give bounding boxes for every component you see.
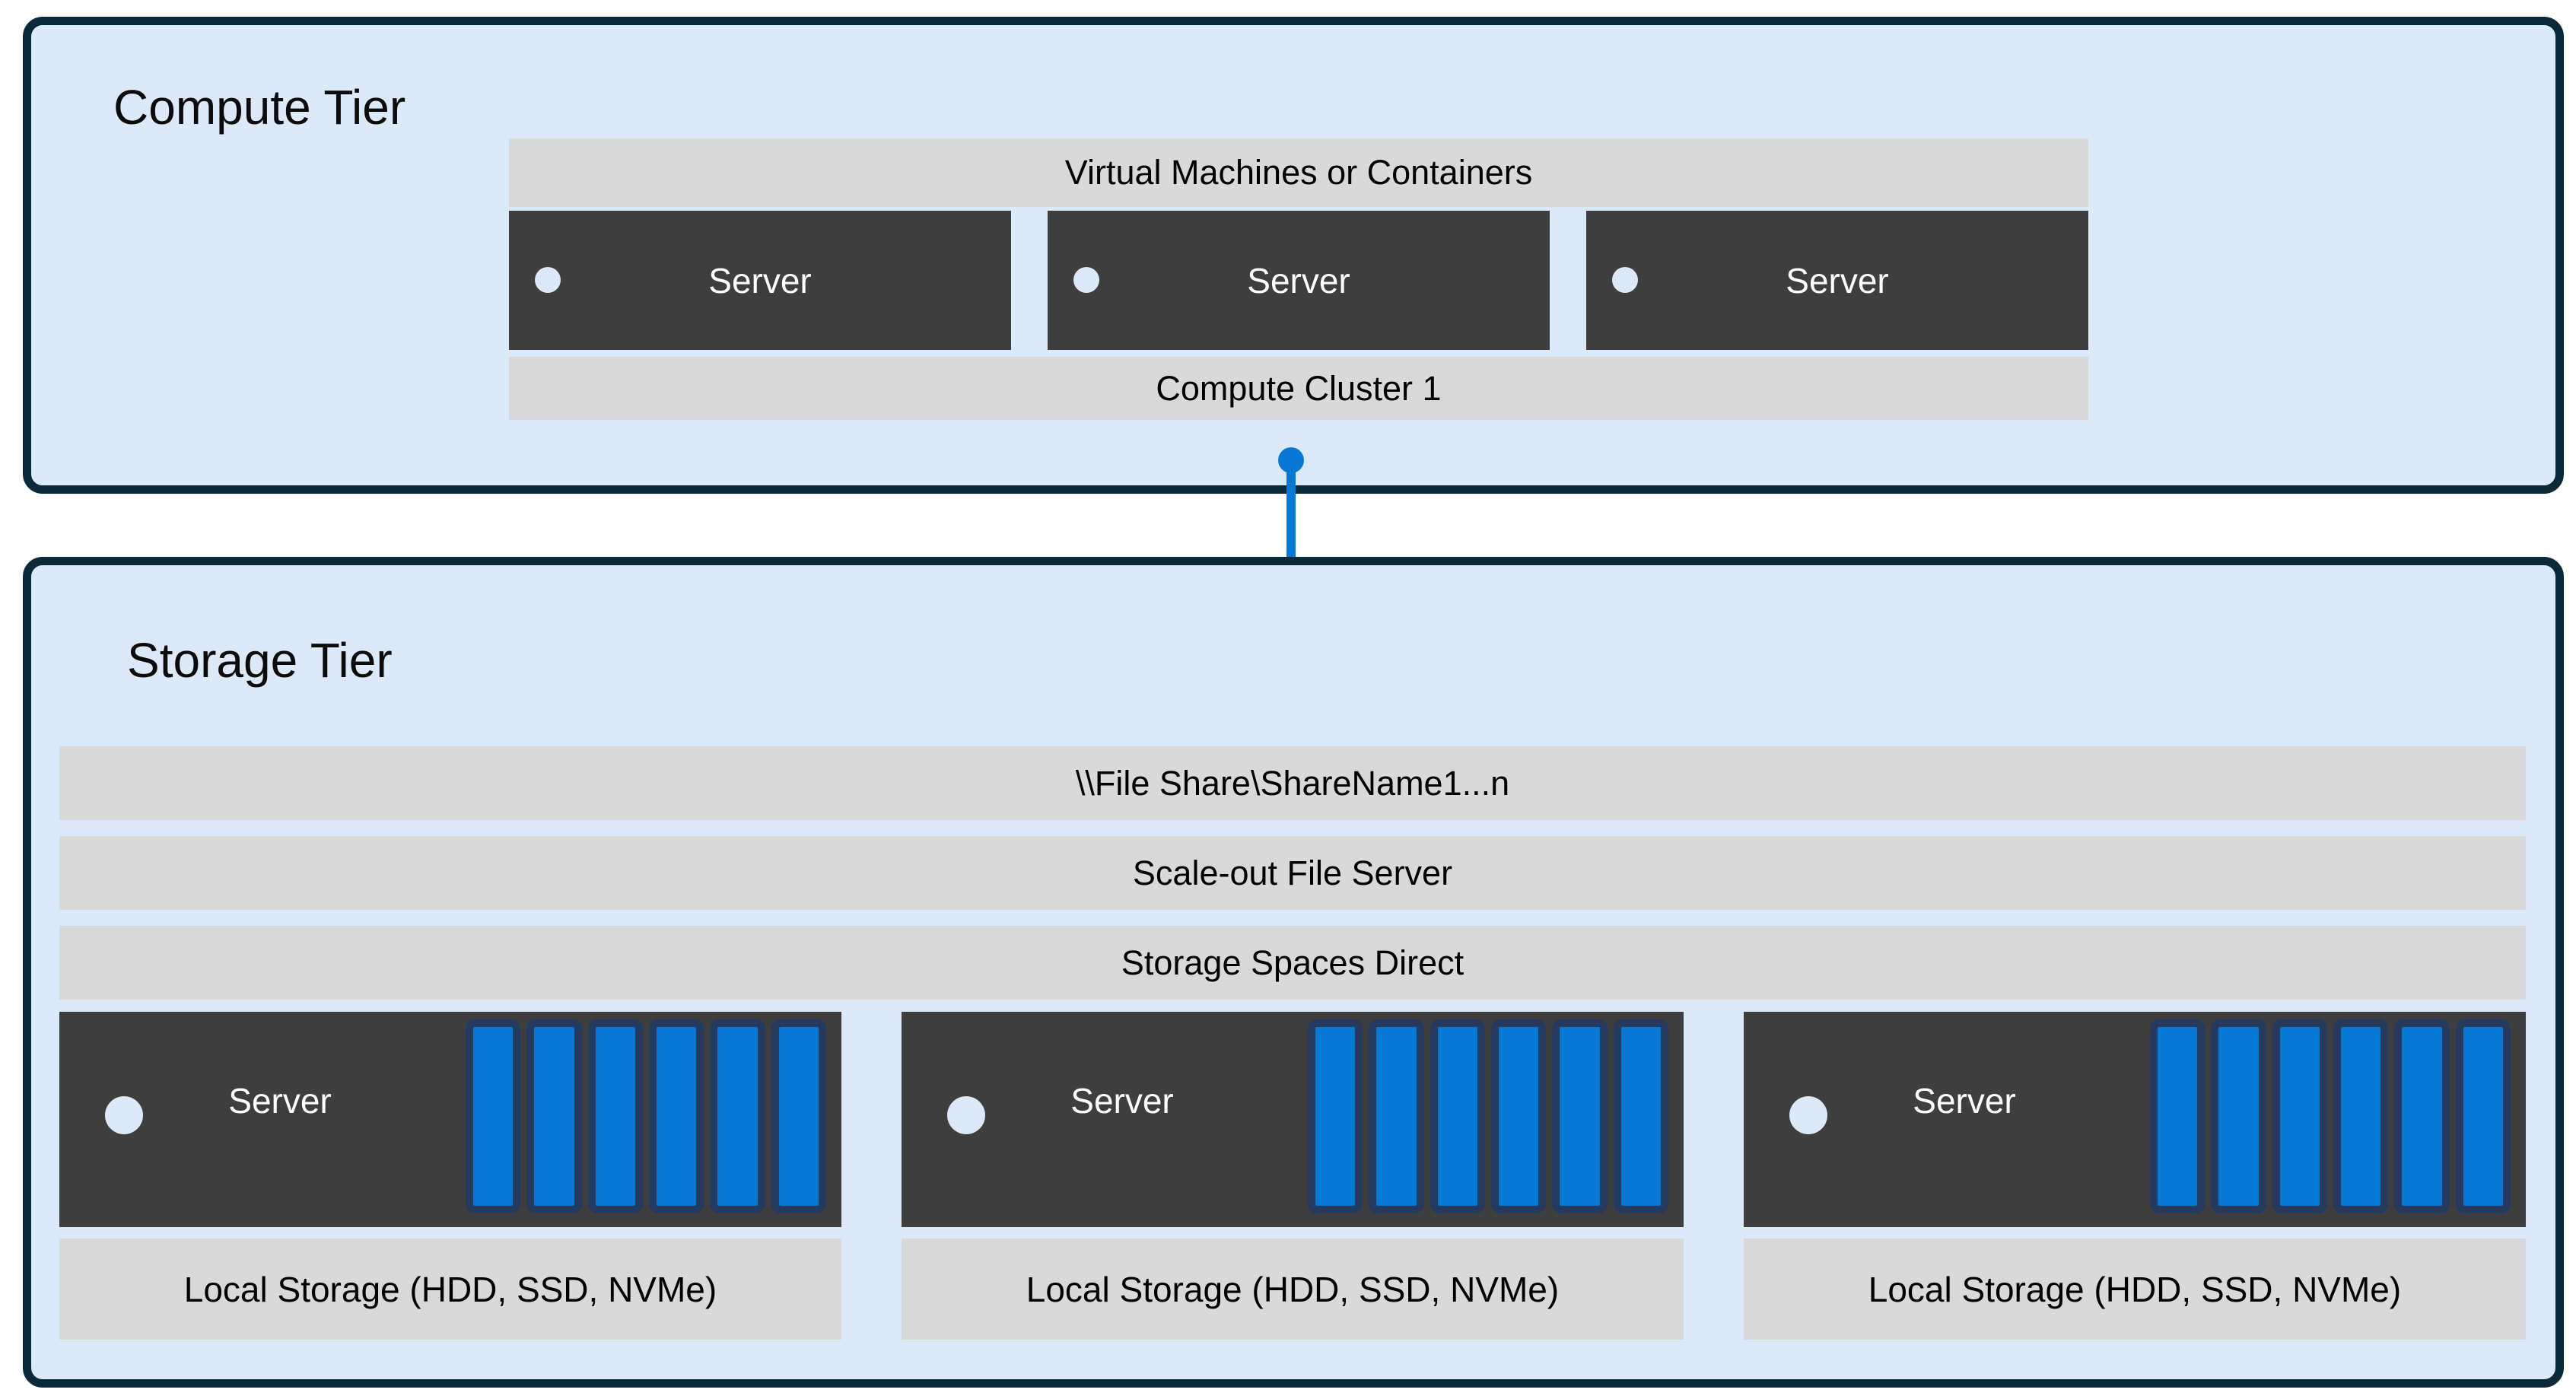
disk-array <box>2150 1019 2511 1213</box>
disk-icon <box>2333 1019 2389 1213</box>
storage-server-node: Server <box>1744 1012 2526 1227</box>
power-led-icon <box>1073 267 1099 293</box>
disk-icon <box>2455 1019 2511 1213</box>
scale-out-file-server-bar-label: Scale-out File Server <box>1132 853 1453 892</box>
power-led-icon <box>1612 267 1638 293</box>
disk-icon <box>1369 1019 1424 1213</box>
disk-icon <box>771 1019 826 1213</box>
disk-icon <box>2272 1019 2327 1213</box>
compute-server-label: Server <box>1786 260 1889 300</box>
power-led-icon <box>947 1096 985 1134</box>
power-led-icon <box>1789 1096 1827 1134</box>
storage-spaces-direct-bar-label: Storage Spaces Direct <box>1121 943 1465 982</box>
disk-array <box>466 1019 826 1213</box>
compute-server-node: Server <box>1048 211 1550 350</box>
storage-server-label: Server <box>1913 1081 2016 1121</box>
disk-icon <box>1308 1019 1363 1213</box>
connector-top-dot-icon <box>1278 447 1304 473</box>
storage-server-label: Server <box>1070 1081 1174 1121</box>
file-share-bar: \\File Share\ShareName1...n <box>59 746 2526 820</box>
disk-icon <box>648 1019 704 1213</box>
compute-cluster-bar: Compute Cluster 1 <box>509 357 2088 420</box>
virtual-machines-bar: Virtual Machines or Containers <box>509 138 2088 207</box>
virtual-machines-bar-label: Virtual Machines or Containers <box>1064 153 1533 192</box>
storage-server-node: Server <box>59 1012 841 1227</box>
local-storage-bar: Local Storage (HDD, SSD, NVMe) <box>59 1238 841 1340</box>
disk-array <box>1308 1019 1668 1213</box>
local-storage-bar-label: Local Storage (HDD, SSD, NVMe) <box>183 1269 717 1309</box>
disk-icon <box>466 1019 521 1213</box>
compute-cluster-bar-label: Compute Cluster 1 <box>1156 368 1442 408</box>
disk-icon <box>1613 1019 1668 1213</box>
local-storage-bar-label: Local Storage (HDD, SSD, NVMe) <box>1026 1269 1560 1309</box>
storage-server-node: Server <box>902 1012 1684 1227</box>
storage-spaces-direct-bar: Storage Spaces Direct <box>59 926 2526 1000</box>
compute-server-node: Server <box>1586 211 2088 350</box>
disk-icon <box>1552 1019 1608 1213</box>
storage-server-label: Server <box>228 1081 332 1121</box>
local-storage-bar-label: Local Storage (HDD, SSD, NVMe) <box>1868 1269 2402 1309</box>
disk-icon <box>710 1019 765 1213</box>
file-share-bar-label: \\File Share\ShareName1...n <box>1075 763 1510 803</box>
disk-icon <box>587 1019 643 1213</box>
power-led-icon <box>105 1096 143 1134</box>
local-storage-bar: Local Storage (HDD, SSD, NVMe) <box>1744 1238 2526 1340</box>
compute-server-label: Server <box>1247 260 1350 300</box>
disk-icon <box>2394 1019 2450 1213</box>
power-led-icon <box>535 267 561 293</box>
scale-out-file-server-bar: Scale-out File Server <box>59 836 2526 910</box>
disk-icon <box>2211 1019 2266 1213</box>
compute-tier-title: Compute Tier <box>113 80 406 135</box>
disk-icon <box>1430 1019 1485 1213</box>
compute-server-node: Server <box>509 211 1011 350</box>
disk-icon <box>526 1019 582 1213</box>
storage-tier-title: Storage Tier <box>127 633 393 688</box>
disk-icon <box>1490 1019 1547 1213</box>
local-storage-bar: Local Storage (HDD, SSD, NVMe) <box>902 1238 1684 1340</box>
compute-server-label: Server <box>708 260 812 300</box>
disk-icon <box>2150 1019 2206 1213</box>
